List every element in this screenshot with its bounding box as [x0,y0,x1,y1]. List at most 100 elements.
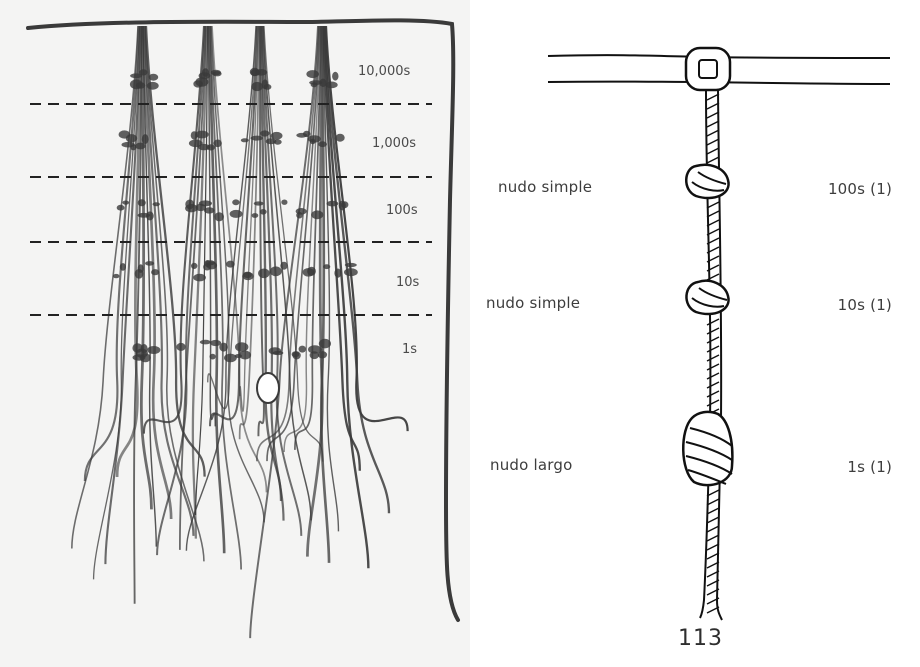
knot-cluster [142,134,149,144]
knot-cluster [139,69,148,75]
twist-mark [707,364,719,370]
knot-cluster [214,212,224,221]
knot-cluster [235,342,248,352]
knot-cluster [311,82,318,87]
knot-cluster [299,346,306,353]
knot-cluster [185,200,194,210]
place-label-10000s: 10,000s [358,64,410,79]
twist-mark [707,373,719,379]
knot-cluster [224,354,237,363]
knot-cluster [207,144,215,150]
place-label-100s: 100s [386,203,418,218]
knot-cluster [292,351,300,359]
knot-cluster [130,79,143,89]
knot-cluster [254,201,264,205]
knot-cluster [138,199,146,206]
knot-cluster [320,79,327,87]
place-value-label: 100s (1) [828,180,892,198]
knot-cluster [258,269,270,279]
knot-cluster [252,213,259,218]
knot-cluster [214,140,222,148]
knot-cluster [122,142,135,148]
attachment-knot [686,48,730,90]
quipu-photo: 10,000s 1,000s 100s 10s 1s [0,0,470,667]
knot-cluster [260,209,267,215]
knot-illustration [470,0,920,667]
knot-cluster [311,210,323,219]
twist-mark [707,346,719,352]
knot-cluster [145,261,154,266]
knot-cluster [327,201,339,207]
knot-cluster [306,70,319,78]
pendant-cord [325,26,389,513]
knot-cluster [308,345,322,353]
knot-cluster [325,82,337,89]
knot-cluster [149,74,159,81]
knot-cluster [211,70,221,76]
long-knot-ones [683,412,732,485]
knot-cluster [280,262,287,270]
knot-cluster [255,69,267,76]
knot-cluster [199,200,212,206]
main-cord [28,20,458,620]
pendant-cord [146,26,205,477]
quipu-cords [0,0,470,667]
single-knot-hundreds [686,165,728,198]
knot-cluster [336,134,345,142]
knot-cluster [135,143,146,150]
knot-cluster [135,269,144,279]
twist-mark [707,157,719,163]
twist-mark [707,319,719,325]
twist-mark [707,328,719,334]
single-knot-tens [686,281,728,314]
knot-cluster [189,140,203,148]
knot-cluster [191,263,197,269]
knot-cluster [117,205,125,211]
place-value-label: 10s (1) [838,296,892,314]
knot-cluster [219,343,228,352]
knot-cluster [281,200,287,205]
knot-cluster [310,139,316,144]
twist-mark [707,148,719,154]
knot-cluster [205,260,211,267]
twist-mark [707,535,719,541]
knot-cluster [273,351,284,355]
knot-cluster [303,131,310,137]
twist-mark [707,400,719,406]
knot-cluster [270,266,282,276]
twist-mark [707,121,719,127]
knot-cluster [151,269,159,275]
knot-cluster [200,340,211,345]
knot-cluster [176,343,185,351]
knot-type-label: nudo largo [490,456,572,474]
twist-mark [707,355,719,361]
knot-cluster [123,201,130,205]
knot-cluster [241,138,249,142]
knot-cluster [243,272,252,278]
knot-cluster [251,82,263,91]
twist-mark [707,139,719,145]
place-label-1s: 1s [402,342,417,357]
knot-cluster [137,213,150,218]
knot-cluster [319,339,331,349]
knot-cluster [119,130,131,138]
knot-cluster [195,131,208,139]
twist-mark [707,382,719,388]
knot-cluster [318,141,327,147]
total-number-label: 113 [678,626,723,651]
twist-mark [707,391,719,397]
place-label-1000s: 1,000s [372,136,416,151]
knot-type-label: nudo simple [498,178,592,196]
knot-cluster [226,261,235,268]
knot-cluster [251,136,263,141]
knot-cluster [120,263,126,271]
twist-mark [707,526,719,532]
knot-cluster [303,268,315,277]
knot-cluster [113,274,120,278]
knot-cluster [271,132,283,140]
knot-cluster [323,264,330,269]
twist-mark [707,112,719,118]
knot-cluster [257,373,279,403]
knot-cluster [193,274,206,282]
